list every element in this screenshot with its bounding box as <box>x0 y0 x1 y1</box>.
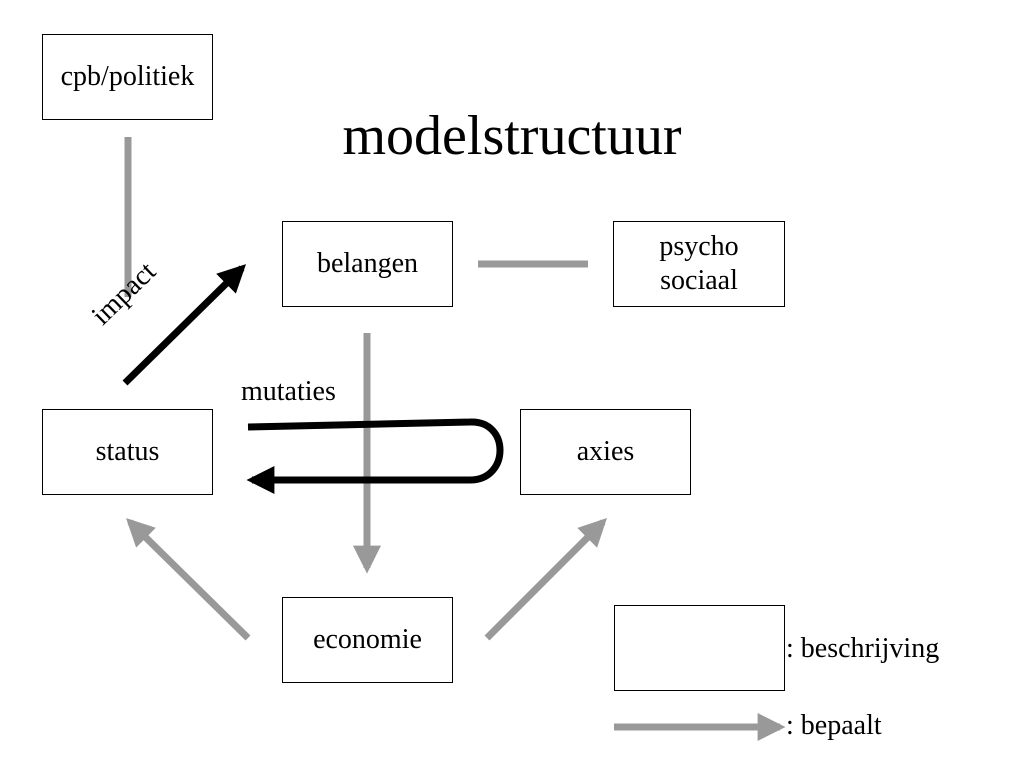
cpb-politiek-box: cpb/politiek <box>42 34 213 120</box>
economie-status-arrow <box>126 518 251 641</box>
mutaties-loop-arrow <box>246 418 504 494</box>
mutaties-label: mutaties <box>241 376 336 407</box>
economie-axies-arrow <box>484 518 607 641</box>
sociaal-line: sociaal <box>660 265 738 296</box>
impact-arrow <box>122 264 246 386</box>
psycho-line: psycho <box>659 231 739 262</box>
axies-box: axies <box>520 409 691 495</box>
legend-box <box>614 605 785 691</box>
diagram-title: modelstructuur <box>342 105 682 167</box>
psycho-sociaal-box: psycho sociaal <box>613 221 785 307</box>
legend-arrow-label: : bepaalt <box>786 710 882 741</box>
economie-box: economie <box>282 597 453 683</box>
legend-box-label: : beschrijving <box>786 633 940 664</box>
status-box: status <box>42 409 213 495</box>
belangen-box: belangen <box>282 221 453 307</box>
